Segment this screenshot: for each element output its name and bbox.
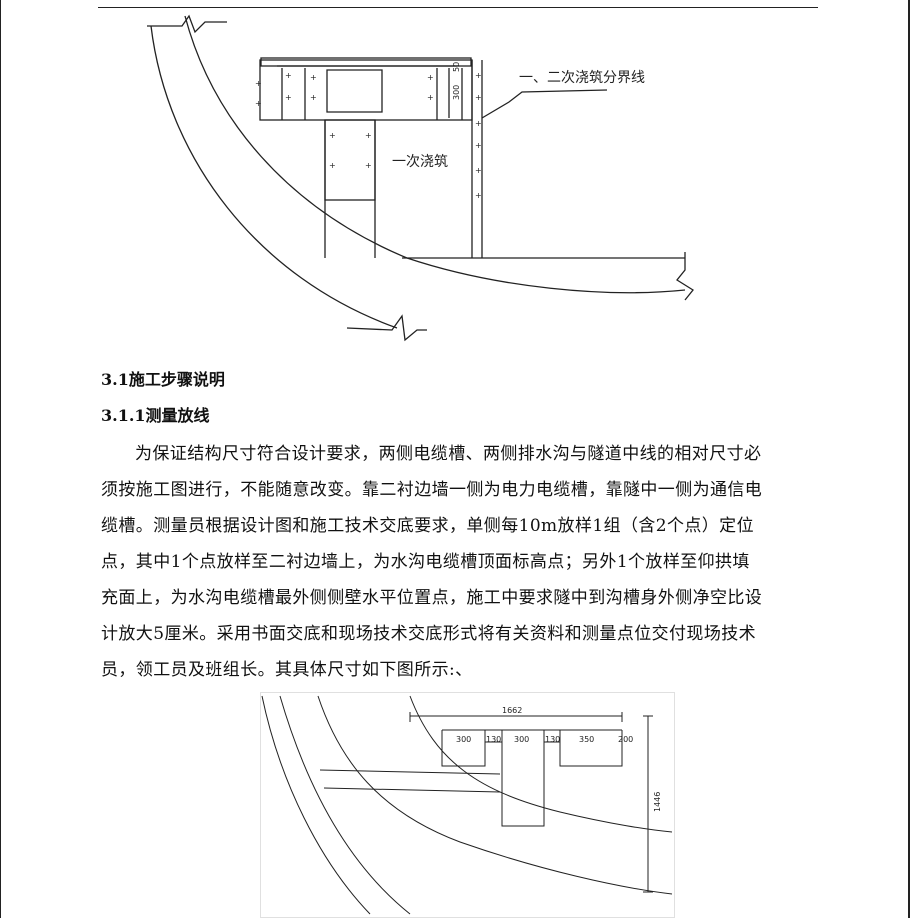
svg-text:+: + xyxy=(475,119,482,128)
figure2-segment: 130 xyxy=(486,735,501,744)
svg-text:+: + xyxy=(310,93,317,102)
svg-text:+: + xyxy=(427,93,434,102)
figure2-segment: 300 xyxy=(456,735,471,744)
paragraph-line: 计放大5厘米。采用书面交底和现场技术交底形式将有关资料和测量点位交付现场技术 xyxy=(101,624,757,644)
svg-text:+: + xyxy=(365,161,372,170)
figure1-dim-300: 300 xyxy=(452,85,461,100)
svg-text:+: + xyxy=(475,141,482,150)
svg-text:+: + xyxy=(285,71,292,80)
svg-text:+: + xyxy=(285,93,292,102)
paragraph-line: 员，领工员及班组长。其具体尺寸如下图所示:、 xyxy=(101,660,473,680)
paragraph-line: 须按施工图进行，不能随意改变。靠二衬边墙一侧为电力电缆槽，靠隧中一侧为通信电 xyxy=(101,480,763,500)
page-border-left xyxy=(0,0,1,918)
svg-text:+: + xyxy=(329,131,336,140)
section-heading: 3.1施工步骤说明 xyxy=(101,370,225,389)
svg-text:+: + xyxy=(475,71,482,80)
paragraph-line: 充面上，为水沟电缆槽最外侧侧壁水平位置点，施工中要求隧中到沟槽身外侧净空比设 xyxy=(101,588,763,608)
figure2-segment: 300 xyxy=(514,735,529,744)
svg-text:+: + xyxy=(255,99,262,108)
figure-cable-trough-section: + + + + + + + + + + + + + + + + + + 一、二次浇筑分界线 一次浇… xyxy=(147,14,694,342)
paragraph-line: 缆槽。测量员根据设计图和施工技术交底要求，单侧每10m放样1组（含2个点）定位 xyxy=(101,516,754,536)
svg-text:+: + xyxy=(475,191,482,200)
figure1-pour-label: 一次浇筑 xyxy=(392,154,448,170)
paragraph-line: 为保证结构尺寸符合设计要求，两侧电缆槽、两侧排水沟与隧道中线的相对尺寸必 xyxy=(135,444,762,464)
svg-text:+: + xyxy=(329,161,336,170)
svg-text:+: + xyxy=(475,93,482,102)
figure2-total-width: 1662 xyxy=(502,706,522,715)
figure1-dim-50: 50 xyxy=(452,62,461,72)
page-border-right xyxy=(908,0,910,918)
svg-text:+: + xyxy=(365,131,372,140)
figure1-callout-label: 一、二次浇筑分界线 xyxy=(519,70,645,86)
figure2-segment: 350 xyxy=(579,735,594,744)
figure-dimension-section: 1662 300 130 300 130 350 200 1446 xyxy=(260,692,675,918)
figure2-segment: 130 xyxy=(545,735,560,744)
subsection-heading: 3.1.1测量放线 xyxy=(101,406,210,425)
figure2-segment: 200 xyxy=(618,735,633,744)
svg-text:+: + xyxy=(475,166,482,175)
paragraph-line: 点，其中1个点放样至二衬边墙上，为水沟电缆槽顶面标高点；另外1个放样至仰拱填 xyxy=(101,552,750,572)
svg-text:+: + xyxy=(310,73,317,82)
figure2-height: 1446 xyxy=(653,792,662,812)
svg-text:+: + xyxy=(255,79,262,88)
paragraph: 为保证结构尺寸符合设计要求，两侧电缆槽、两侧排水沟与隧道中线的相对尺寸必 须按施… xyxy=(101,436,805,688)
svg-text:+: + xyxy=(427,73,434,82)
header-rule xyxy=(98,7,818,8)
